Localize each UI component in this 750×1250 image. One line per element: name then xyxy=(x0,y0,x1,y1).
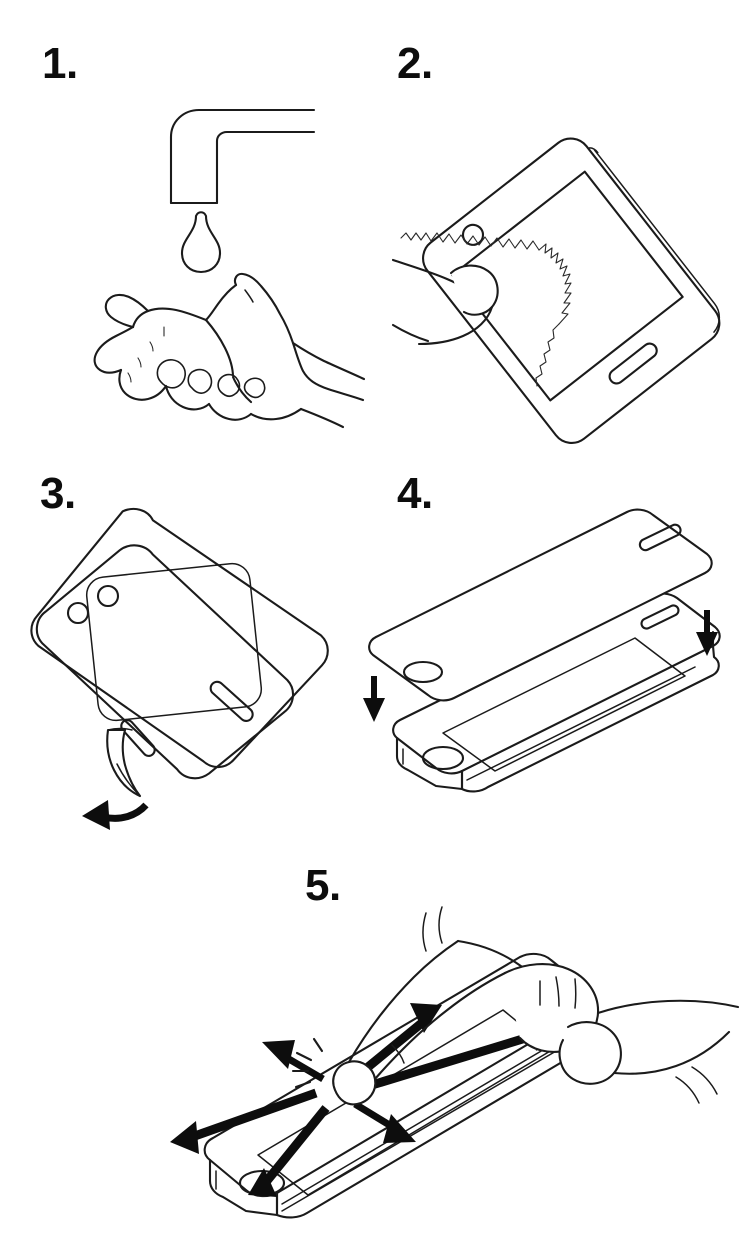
pointing-hand-icon xyxy=(391,258,499,346)
down-arrow-icon xyxy=(363,676,385,722)
screen-protector-icon xyxy=(368,508,713,702)
smartphone-icon xyxy=(35,544,294,780)
step-5-illustration xyxy=(140,905,750,1235)
smartphone-icon xyxy=(392,592,721,793)
motion-lines-icon xyxy=(422,906,718,1104)
step-3-number: 3. xyxy=(40,469,76,518)
down-arrow-icon xyxy=(696,610,718,656)
radiating-arrows-icon xyxy=(170,1003,560,1197)
curved-arrow-icon xyxy=(82,800,149,830)
faucet-icon xyxy=(169,108,316,205)
step-2: 2. xyxy=(375,0,750,450)
step-1: 1. xyxy=(0,0,375,450)
step-4-number: 4. xyxy=(397,469,433,518)
smartphone-icon xyxy=(422,137,721,444)
step-4-illustration xyxy=(355,490,750,840)
step-3: 3. xyxy=(0,450,375,850)
pointing-hand-icon xyxy=(332,939,507,1106)
step-5: 5. xyxy=(130,850,750,1250)
step-4: 4. xyxy=(363,450,750,850)
step-5-number: 5. xyxy=(305,861,341,910)
step-1-illustration xyxy=(40,80,370,430)
clasped-hands-icon xyxy=(93,272,366,429)
step-3-illustration xyxy=(20,500,360,830)
water-drop-icon xyxy=(180,211,222,274)
step-1-number: 1. xyxy=(42,39,78,88)
cleaning-cloth-icon xyxy=(400,232,572,387)
pointing-hand-icon xyxy=(456,939,740,1085)
peel-tab-icon xyxy=(106,727,142,798)
step-2-number: 2. xyxy=(397,39,433,88)
motion-lines-icon xyxy=(291,1037,324,1089)
screen-protector-icon xyxy=(30,507,329,769)
step-2-illustration xyxy=(391,137,748,444)
